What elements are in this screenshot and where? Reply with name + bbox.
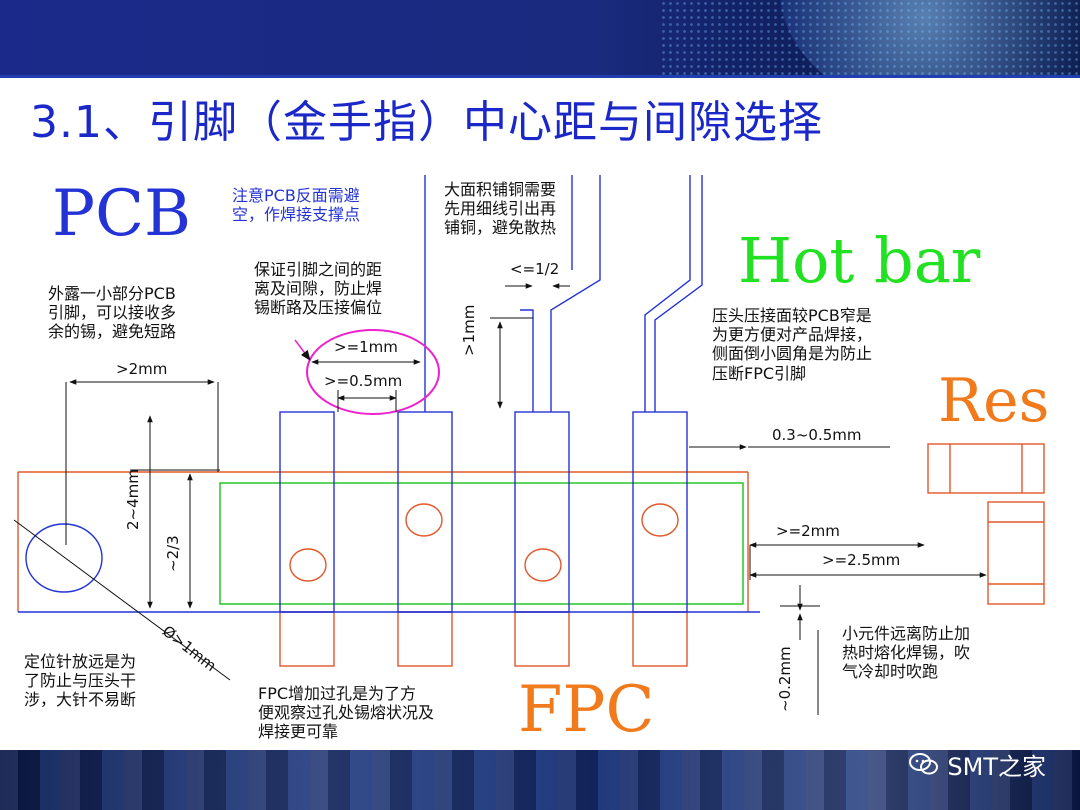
note-via: FPC增加过孔是为了方便观察过孔处锡熔状况及焊接更可靠 — [258, 684, 435, 742]
slide-body — [0, 78, 1080, 750]
header-band — [0, 0, 1080, 78]
slide-title: 3.1、引脚（金手指）中心距与间隙选择 — [30, 97, 823, 148]
note-small-parts: 小元件远离防止加热时熔化焊锡，吹气冷却时吹跑 — [842, 624, 971, 682]
via-circles — [289, 503, 679, 582]
dim-ge05mm: >=0.5mm — [324, 372, 403, 390]
dim-2-4mm: 2~4mm — [124, 469, 142, 530]
dim-2-3: ~2/3 — [164, 535, 182, 572]
footer-band — [0, 750, 1080, 810]
pcb-pads — [279, 175, 703, 613]
hotbar-outline — [219, 482, 744, 605]
pcb-label: PCB — [52, 177, 192, 251]
dim-2mm: >2mm — [116, 360, 168, 378]
dot-pattern — [660, 0, 1080, 78]
res-components — [927, 443, 1045, 605]
res-label: Res — [938, 366, 1050, 436]
dim-ge1mm: >=1mm — [334, 338, 398, 356]
globe-graphic — [780, 0, 1080, 78]
dim-ge2mm: >=2mm — [776, 522, 840, 540]
fpc-label: FPC — [518, 673, 655, 747]
wechat-icon — [909, 753, 939, 775]
gap-highlight-circle — [306, 329, 440, 415]
dim-03-05mm: 0.3~0.5mm — [772, 426, 862, 444]
note-pitch-gap: 保证引脚之间的距离及间隙，防止焊锡断路及压接偏位 — [254, 260, 383, 318]
watermark-text: SMT之家 — [947, 752, 1046, 781]
note-pcb-backside: 注意PCB反面需避空，作焊接支撑点 — [232, 186, 361, 225]
header-separator — [0, 75, 1080, 78]
note-press-head: 压头压接面较PCB窄是为更方便对产品焊接，侧面倒小圆角是为防止压断FPC引脚 — [712, 306, 873, 383]
dim-half: <=1/2 — [510, 260, 560, 278]
watermark: SMT之家 — [909, 748, 1046, 781]
note-pin-far: 定位针放远是为了防止与压头干涉，大针不易断 — [24, 652, 137, 710]
dim-ge25mm: >=2.5mm — [822, 551, 901, 569]
dim-gt1mm: >1mm — [460, 304, 478, 356]
dim-02mm: ~0.2mm — [776, 646, 794, 712]
hotbar-label: Hot bar — [738, 224, 981, 297]
dimension-lines — [65, 283, 987, 715]
locating-pin-circle — [25, 523, 103, 593]
note-copper: 大面积铺铜需要先用细线引出再铺铜，避免散热 — [444, 180, 557, 238]
